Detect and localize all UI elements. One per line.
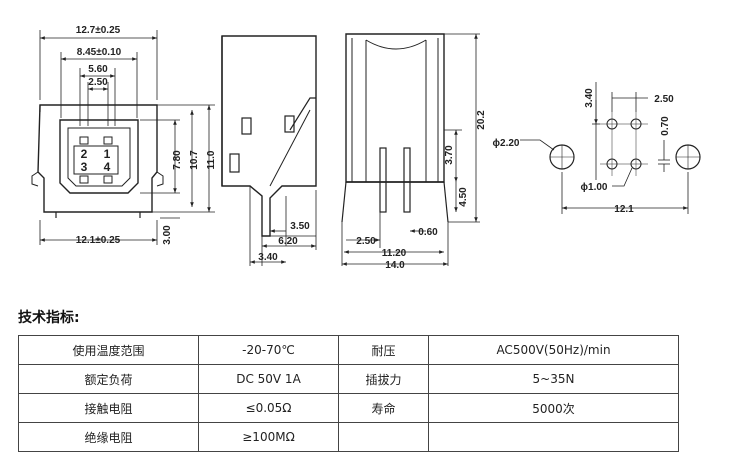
spec-label: 寿命 (338, 393, 429, 423)
dim-340: 3.40 (258, 252, 278, 263)
dim-height-total: 11.0 (206, 150, 217, 169)
pin-label: 4 (104, 160, 111, 174)
spec-title: 技术指标: (18, 310, 80, 326)
dim-width-bottom: 12.1±0.25 (76, 235, 121, 246)
spec-value: ≥100MΩ (198, 422, 339, 452)
drawing-svg: 12.7±0.25 8.45±0.10 5.60 2.50 2 1 3 4 12… (31, 25, 701, 271)
spec-label: 绝缘电阻 (18, 422, 199, 452)
dim-060: 0.60 (418, 227, 438, 238)
technical-drawing: 12.7±0.25 8.45±0.10 5.60 2.50 2 1 3 4 12… (31, 25, 701, 271)
spec-label: 插拔力 (338, 364, 429, 394)
dim-base-height: 3.00 (162, 225, 173, 245)
side-view-left (221, 35, 317, 266)
pin-label: 1 (104, 147, 111, 161)
dim-pcb-250: 2.50 (654, 94, 674, 105)
dim-pin-span-outer: 5.60 (88, 64, 108, 75)
dim-inner-width: 8.45±0.10 (77, 47, 122, 58)
side-view-right (341, 33, 480, 266)
dim-pcb-121: 12.1 (614, 204, 634, 215)
spec-label (338, 422, 429, 452)
dim-250-side: 2.50 (356, 236, 376, 247)
dim-450: 4.50 (458, 187, 469, 207)
spec-value: -20-70℃ (198, 335, 339, 365)
spec-value: AC500V(50Hz)/min (428, 335, 679, 365)
dim-350: 3.50 (290, 221, 310, 232)
table-row: 使用温度范围 -20-70℃ 耐压 AC500V(50Hz)/min (18, 335, 679, 365)
spec-value: DC 50V 1A (198, 364, 339, 394)
spec-label: 耐压 (338, 335, 429, 365)
dim-370: 3.70 (444, 145, 455, 165)
pin-label: 2 (81, 147, 88, 161)
spec-value: 5000次 (428, 393, 679, 423)
dim-height-body: 7.80 (172, 150, 183, 170)
dim-pcb-070: 0.70 (660, 116, 671, 136)
spec-value (428, 422, 679, 452)
spec-label: 额定负荷 (18, 364, 199, 394)
dim-pcb-340: 3.40 (584, 88, 595, 108)
dim-height-mid: 10.7 (189, 150, 200, 170)
dim-pin-span-inner: 2.50 (88, 77, 108, 88)
table-row: 接触电阻 ≤0.05Ω 寿命 5000次 (18, 393, 679, 423)
dim-1120: 11.20 (382, 248, 407, 259)
dim-620: 6.20 (278, 236, 298, 247)
spec-value: 5~35N (428, 364, 679, 394)
table-row: 额定负荷 DC 50V 1A 插拔力 5~35N (18, 364, 679, 394)
spec-table: 使用温度范围 -20-70℃ 耐压 AC500V(50Hz)/min 额定负荷 … (18, 335, 679, 452)
front-view (31, 30, 215, 245)
table-row: 绝缘电阻 ≥100MΩ (18, 422, 679, 452)
dim-height-total-side: 20.2 (476, 110, 487, 130)
pin-label: 3 (81, 160, 88, 174)
spec-label: 使用温度范围 (18, 335, 199, 365)
pcb-layout (520, 82, 701, 214)
dim-hole-small: ϕ1.00 (581, 182, 608, 193)
spec-label: 接触电阻 (18, 393, 199, 423)
dim-140: 14.0 (385, 260, 405, 271)
dim-hole-large: ϕ2.20 (493, 138, 520, 149)
dim-width-top: 12.7±0.25 (76, 25, 121, 36)
spec-value: ≤0.05Ω (198, 393, 339, 423)
